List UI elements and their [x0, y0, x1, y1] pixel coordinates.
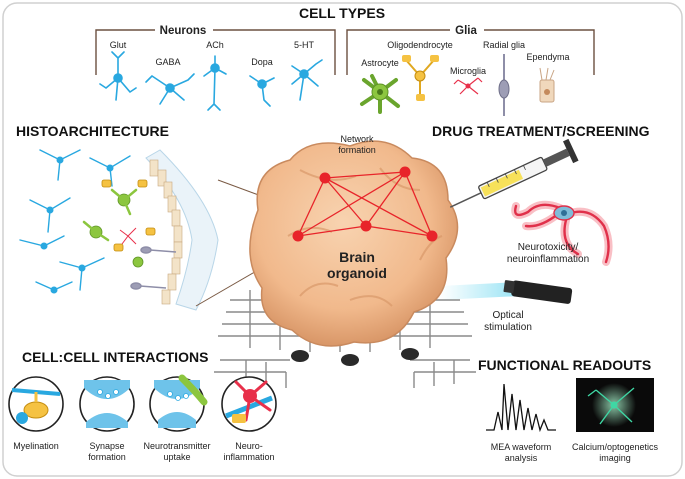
glia-label-microglia: Microglia	[450, 66, 486, 76]
neurons-bracket	[95, 29, 336, 75]
neuroinflammation-circle	[221, 376, 277, 432]
interaction-label-neurotransmitter-line1: Neurotransmitter	[143, 441, 210, 451]
cell-types-title: CELL TYPES	[299, 5, 385, 21]
organoid-label-line2: organoid	[327, 265, 387, 281]
neurons-title: Neurons	[160, 25, 207, 37]
network-node	[360, 220, 372, 232]
dopa-neuron-icon	[249, 75, 275, 107]
drug-treatment-title: DRUG TREATMENT/SCREENING	[432, 123, 650, 139]
interaction-label-neuroinflammation-line1: Neuro-	[235, 441, 263, 451]
syringe-icon	[449, 138, 579, 208]
glia-label-oligodendrocyte: Oligodendrocyte	[387, 40, 453, 50]
neuron-label-ach: ACh	[206, 40, 224, 50]
interaction-label-myelination: Myelination	[13, 441, 59, 451]
myelination-circle	[8, 376, 64, 432]
microglia-icon	[453, 77, 483, 95]
radial-glia-icon	[498, 54, 510, 116]
network-label-line1: Network	[340, 134, 374, 144]
neuron-label-gaba: GABA	[155, 57, 180, 67]
synapse-formation-circle	[79, 376, 135, 432]
optical-fiber-icon	[440, 280, 573, 304]
interaction-label-synapse-line2: formation	[88, 452, 126, 462]
glia-label-radial-glia: Radial glia	[483, 40, 525, 50]
glia-bracket	[346, 29, 595, 75]
network-label-line2: formation	[338, 145, 376, 155]
network-node	[426, 230, 438, 242]
astrocyte-icon	[360, 74, 400, 114]
mea-label-line2: analysis	[505, 453, 538, 463]
organoid-label-line1: Brain	[339, 249, 375, 265]
gaba-neuron-icon	[145, 73, 195, 105]
mea-label-line1: MEA waveform	[491, 442, 552, 452]
calcium-imaging-panel	[576, 378, 654, 432]
optical-label-line2: stimulation	[484, 322, 532, 333]
neuron-label-5ht: 5-HT	[294, 40, 315, 50]
network-node	[399, 166, 411, 178]
ependyma-icon	[539, 67, 555, 103]
neural-network-graph	[297, 171, 433, 237]
glut-neuron-icon	[99, 51, 137, 101]
interaction-label-neurotransmitter-line2: uptake	[163, 452, 190, 462]
inflamed-neuron-icon	[511, 200, 613, 266]
glia-title: Glia	[455, 25, 477, 37]
mea-waveform-trace	[486, 383, 556, 433]
calcium-label-line2: imaging	[599, 453, 631, 463]
5ht-neuron-icon	[291, 59, 323, 101]
neuron-label-glut: Glut	[110, 40, 127, 50]
network-node	[292, 230, 304, 242]
ach-neuron-icon	[203, 55, 227, 111]
functional-readouts-title: FUNCTIONAL READOUTS	[478, 357, 651, 373]
interaction-label-synapse-line1: Synapse	[89, 441, 124, 451]
calcium-label-line1: Calcium/optogenetics	[572, 442, 659, 452]
glia-label-ependyma: Ependyma	[526, 52, 569, 62]
cortical-layers-illustration	[19, 149, 273, 311]
neurotransmitter-uptake-circle	[149, 374, 208, 432]
brain-organoid	[249, 140, 459, 347]
glia-label-astrocyte: Astrocyte	[361, 58, 399, 68]
cell-interactions-title: CELL:CELL INTERACTIONS	[22, 349, 208, 365]
oligodendrocyte-icon	[402, 55, 439, 101]
neurotoxicity-label-line2: neuroinflammation	[507, 254, 589, 265]
neuron-label-dopa: Dopa	[251, 57, 273, 67]
interaction-label-neuroinflammation-line2: inflammation	[223, 452, 274, 462]
histoarchitecture-title: HISTOARCHITECTURE	[16, 123, 169, 139]
network-node	[319, 172, 331, 184]
optical-label-line1: Optical	[492, 310, 523, 321]
neurotoxicity-label-line1: Neurotoxicity/	[518, 242, 579, 253]
